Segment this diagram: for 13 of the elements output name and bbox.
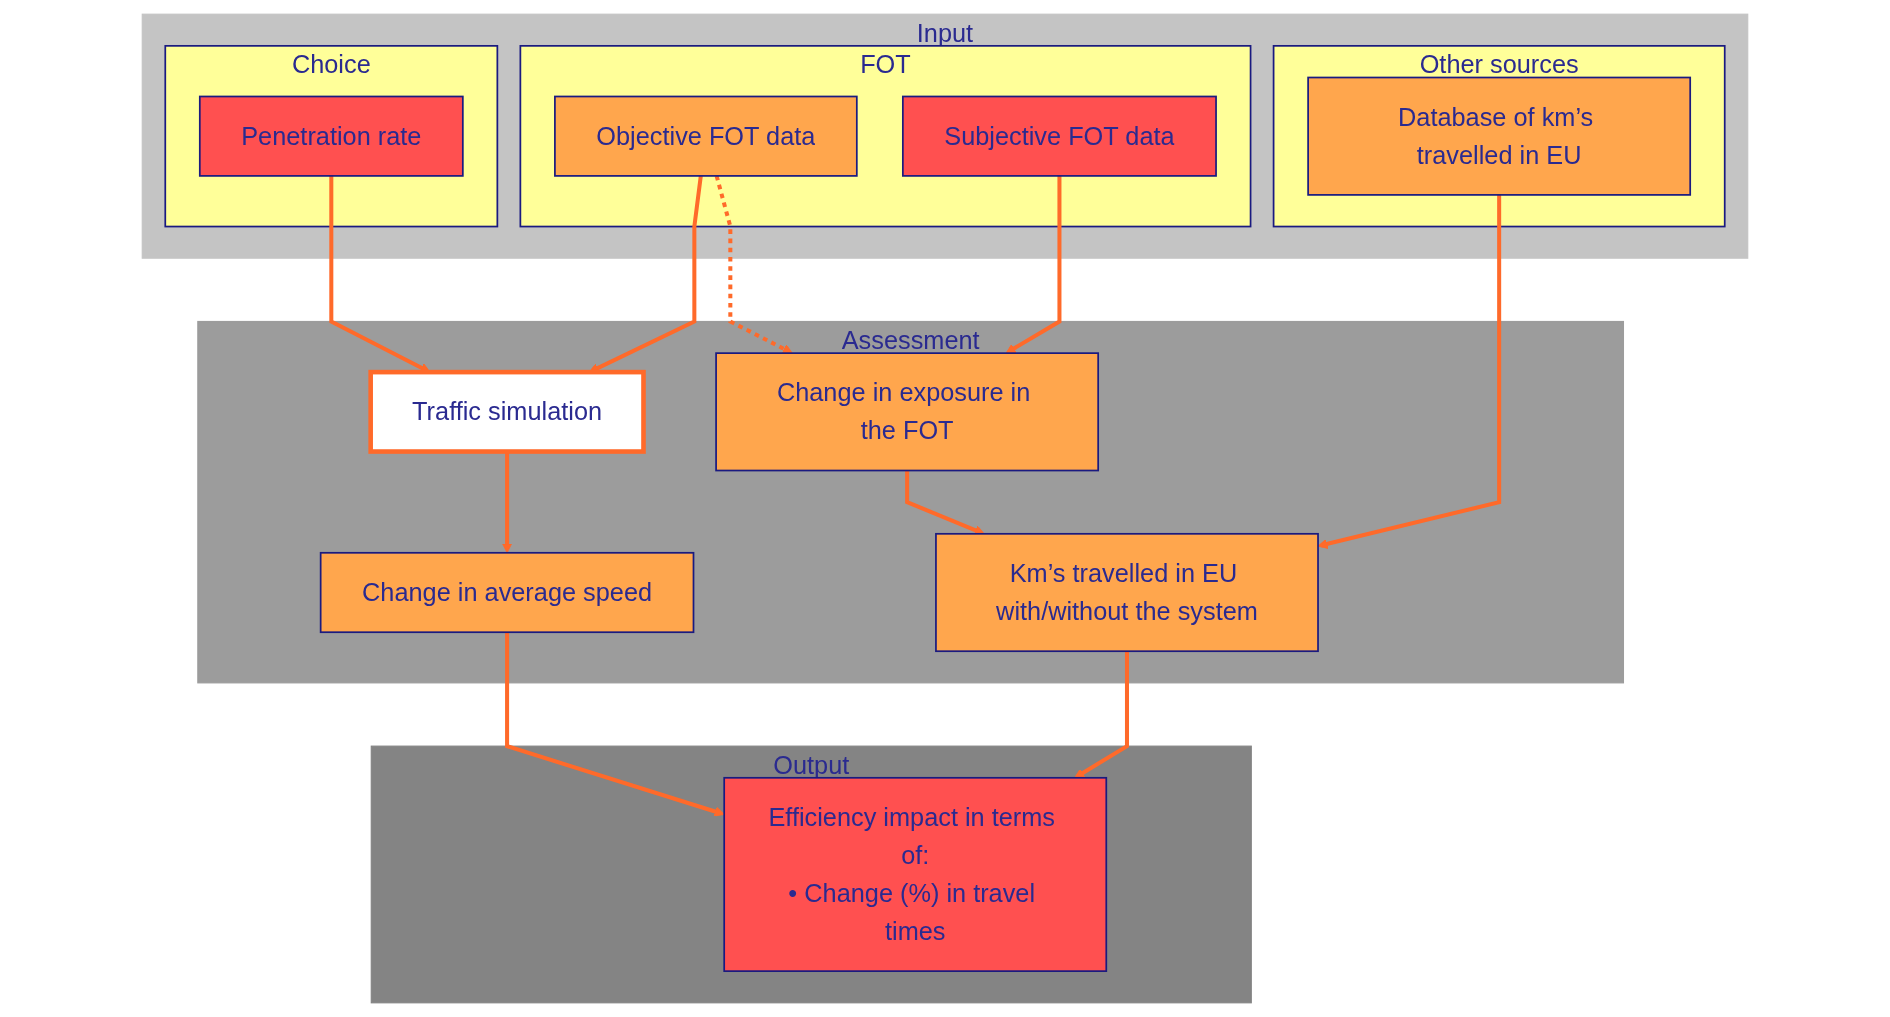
node-box: Km’s travelled in EU with/without the system bbox=[935, 532, 1319, 653]
node-box: Change in average speed bbox=[319, 551, 695, 634]
node-box: Objective FOT data bbox=[554, 95, 858, 177]
arrow bbox=[1074, 651, 1129, 779]
arrow bbox=[1005, 175, 1062, 354]
node-box: Traffic simulation bbox=[368, 369, 646, 454]
node-box: Database of km’s travelled in EU bbox=[1307, 76, 1692, 196]
arrow bbox=[505, 632, 725, 817]
node-box: Subjective FOT data bbox=[902, 95, 1217, 177]
node-box: Change in exposure in the FOT bbox=[715, 352, 1100, 472]
arrow bbox=[714, 175, 793, 354]
node-box: Penetration rate bbox=[198, 95, 464, 177]
node-box: Efficiency impact in terms of: • Change (%) in travel times bbox=[723, 776, 1108, 972]
